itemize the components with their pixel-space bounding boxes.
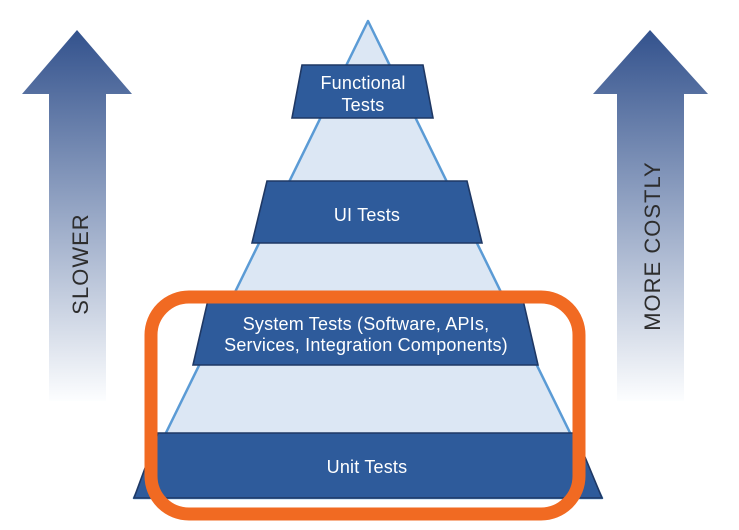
slower-label: SLOWER xyxy=(68,213,93,314)
left-up-arrow xyxy=(22,30,132,401)
more-costly-label: MORE COSTLY xyxy=(640,161,665,331)
level-unit-tests xyxy=(132,432,604,499)
functional-tests-label-line1: Functional xyxy=(320,73,405,93)
ui-tests-label: UI Tests xyxy=(334,205,400,225)
system-tests-label-line2: Services, Integration Components) xyxy=(224,335,508,355)
highlight-box xyxy=(144,290,586,521)
right-up-arrow xyxy=(593,30,708,401)
functional-tests-label-line2: Tests xyxy=(341,95,384,115)
level-functional-tests xyxy=(291,64,434,119)
unit-tests-label: Unit Tests xyxy=(327,457,408,477)
level-ui-tests xyxy=(250,180,484,244)
system-tests-label-line1: System Tests (Software, APIs, xyxy=(243,314,490,334)
